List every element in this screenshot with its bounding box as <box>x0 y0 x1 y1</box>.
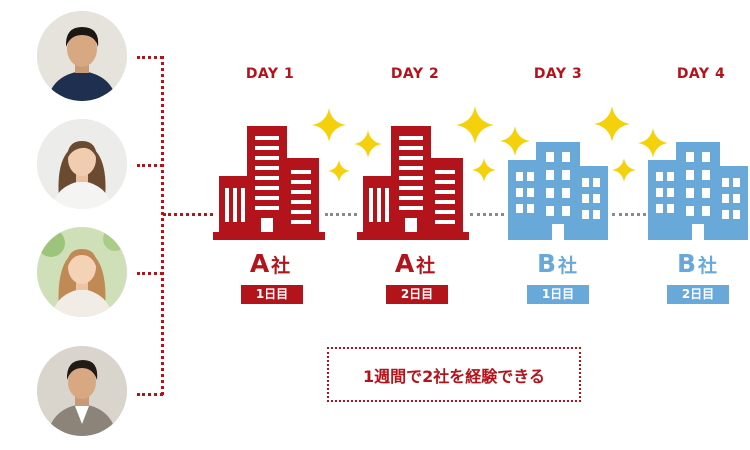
company-letter: B <box>676 249 697 278</box>
sparkle-icon <box>354 130 382 158</box>
avatar-1 <box>37 11 127 101</box>
person-photo-icon <box>37 346 127 436</box>
day-label-3: DAY 3 <box>533 66 583 82</box>
company-suffix: 社 <box>558 255 578 277</box>
sparkle-icon <box>328 160 350 182</box>
sparkle-icon <box>638 128 668 158</box>
avatar-3-connector <box>137 272 163 275</box>
sparkle-icon <box>472 158 496 182</box>
avatar-2-connector <box>137 164 163 167</box>
building-icon <box>508 142 608 240</box>
day-badge-4: 2日目 <box>667 285 729 304</box>
company-suffix: 社 <box>416 255 436 277</box>
summary-box: 1週間で2社を経験できる <box>327 347 581 402</box>
connector-day1-day2 <box>325 213 357 216</box>
sparkle-icon <box>312 108 346 142</box>
avatar-2 <box>37 119 127 209</box>
person-photo-icon <box>37 11 127 101</box>
sparkle-icon <box>500 126 530 156</box>
company-suffix: 社 <box>271 255 291 277</box>
building-icon <box>648 142 748 240</box>
avatar-4 <box>37 346 127 436</box>
day-label-2: DAY 2 <box>390 66 440 82</box>
person-photo-icon <box>37 119 127 209</box>
main-connector <box>163 213 213 216</box>
summary-text: 1週間で2社を経験できる <box>363 366 545 386</box>
day-label-4: DAY 4 <box>676 66 726 82</box>
building-icon <box>213 126 325 240</box>
sparkle-icon <box>594 106 630 142</box>
company-suffix: 社 <box>698 255 718 277</box>
person-photo-icon <box>37 227 127 317</box>
sparkle-icon <box>456 106 494 144</box>
day-badge-3: 1日目 <box>527 285 589 304</box>
connector-day2-day3 <box>470 213 504 216</box>
building-icon <box>357 126 469 240</box>
avatar-3 <box>37 227 127 317</box>
company-letter: A <box>249 249 270 278</box>
sparkle-icon <box>612 158 636 182</box>
day-label-1: DAY 1 <box>245 66 295 82</box>
avatar-1-connector <box>137 56 163 59</box>
company-letter: A <box>394 249 415 278</box>
day-badge-1: 1日目 <box>241 285 303 304</box>
avatar-vertical-connector <box>161 56 164 395</box>
company-letter: B <box>536 249 557 278</box>
connector-day3-day4 <box>612 213 646 216</box>
day-badge-2: 2日目 <box>386 285 448 304</box>
avatar-4-connector <box>137 393 163 396</box>
